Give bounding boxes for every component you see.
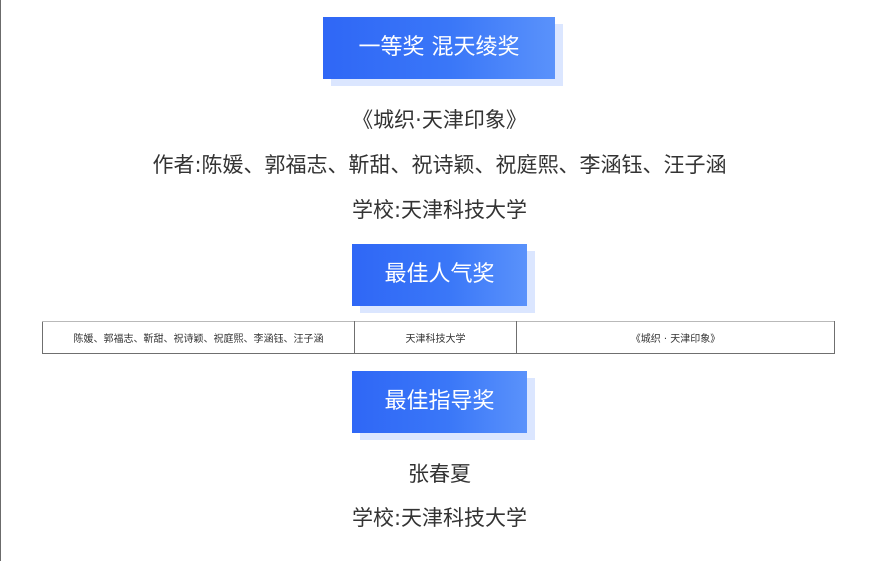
popularity-award-badge-label: 最佳人气奖 bbox=[352, 244, 527, 306]
table-cell-school: 天津科技大学 bbox=[354, 321, 517, 354]
table-cell-authors: 陈媛、郭福志、靳甜、祝诗颖、祝庭熙、李涵钰、汪子涵 bbox=[42, 321, 355, 354]
left-border-line bbox=[0, 0, 1, 561]
first-prize-school: 学校:天津科技大学 bbox=[351, 198, 528, 222]
popularity-award-badge: 最佳人气奖 bbox=[352, 244, 535, 313]
mentor-award-badge-label: 最佳指导奖 bbox=[352, 371, 527, 433]
table-cell-work-title: 《城织 · 天津印象》 bbox=[516, 321, 835, 354]
first-prize-badge-label: 一等奖 混天绫奖 bbox=[323, 17, 555, 79]
first-prize-badge: 一等奖 混天绫奖 bbox=[323, 17, 563, 86]
first-prize-authors: 作者:陈媛、郭福志、靳甜、祝诗颖、祝庭熙、李涵钰、汪子涵 bbox=[152, 153, 727, 177]
first-prize-work-title: 《城织·天津印象》 bbox=[352, 108, 527, 132]
table-row: 陈媛、郭福志、靳甜、祝诗颖、祝庭熙、李涵钰、汪子涵 天津科技大学 《城织 · 天… bbox=[42, 321, 835, 354]
mentor-name: 张春夏 bbox=[408, 462, 471, 486]
popularity-award-table: 陈媛、郭福志、靳甜、祝诗颖、祝庭熙、李涵钰、汪子涵 天津科技大学 《城织 · 天… bbox=[42, 321, 835, 354]
mentor-school: 学校:天津科技大学 bbox=[351, 506, 528, 530]
mentor-award-badge: 最佳指导奖 bbox=[352, 371, 535, 440]
